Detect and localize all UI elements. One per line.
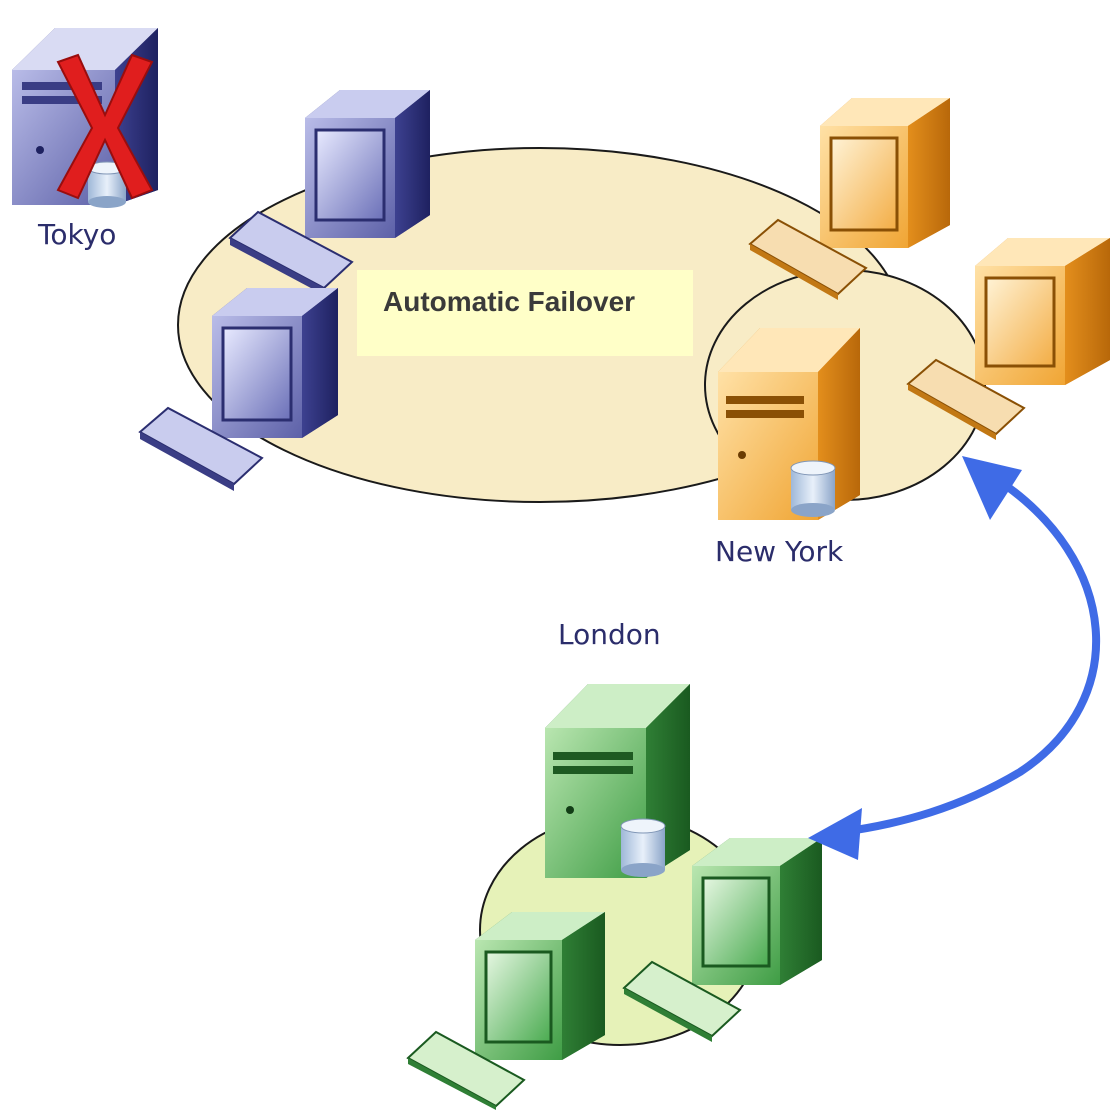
newyork-database-icon: [790, 460, 836, 517]
workstation-icon: [305, 90, 430, 238]
keyboard-icon: [906, 358, 1026, 440]
failure-x-icon: [56, 53, 154, 200]
tokyo-label: Tokyo: [38, 218, 117, 251]
diagram-title: Automatic Failover: [383, 286, 636, 317]
keyboard-icon: [138, 406, 264, 491]
replication-arrow-icon: [808, 456, 1101, 860]
workstation-icon: [692, 838, 822, 985]
workstation-icon: [820, 98, 950, 248]
keyboard-icon: [406, 1030, 526, 1110]
keyboard-icon: [228, 210, 354, 295]
title-box: [357, 270, 693, 356]
newyork-server-icon: [718, 328, 860, 520]
keyboard-icon: [622, 960, 742, 1042]
workstation-icon: [475, 912, 605, 1060]
workstation-icon: [212, 288, 338, 438]
newyork-label: New York: [715, 535, 844, 568]
london-server-icon: [545, 684, 690, 878]
keyboard-icon: [748, 218, 868, 300]
london-label: London: [558, 618, 661, 651]
workstation-icon: [975, 238, 1110, 385]
london-database-icon: [620, 818, 666, 877]
